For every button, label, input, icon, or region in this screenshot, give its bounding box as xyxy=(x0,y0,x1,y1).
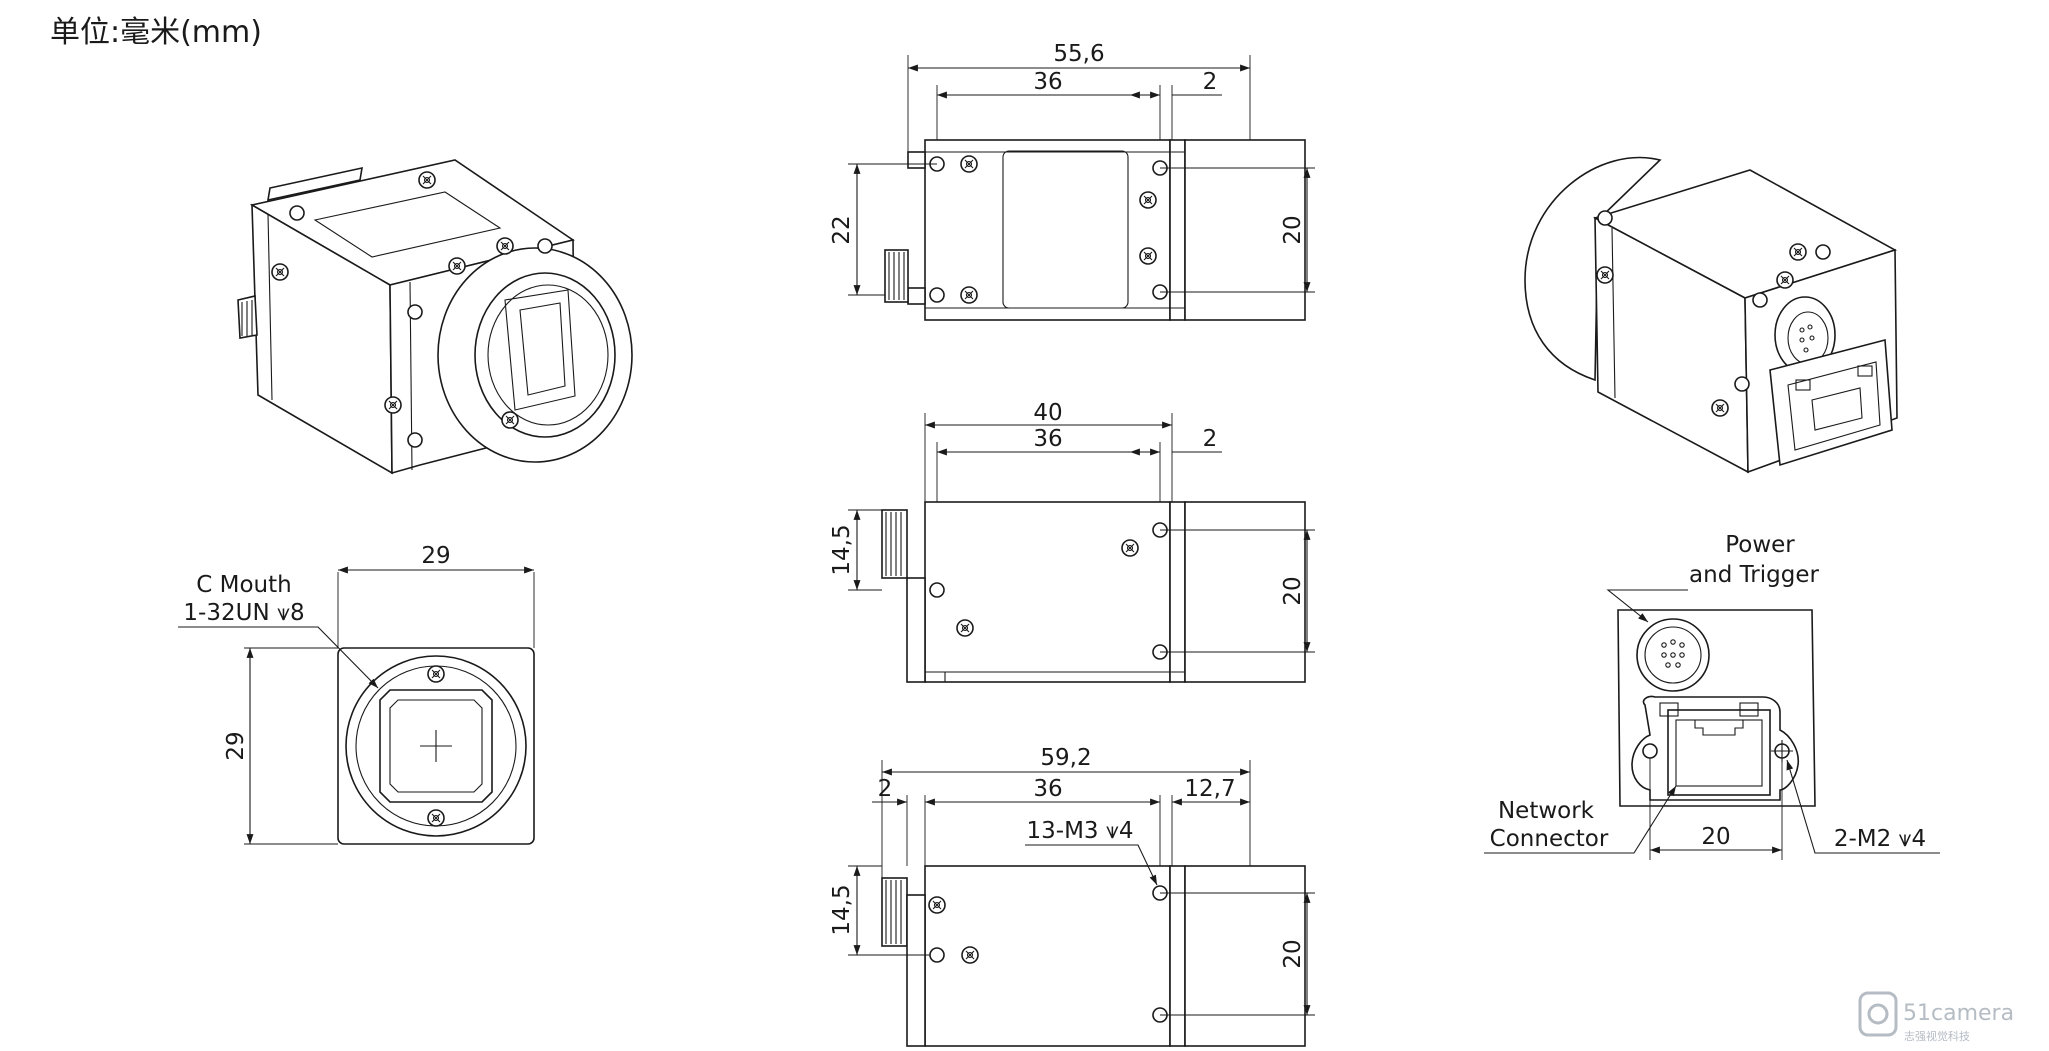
dim-mid-right-height: 20 xyxy=(1280,576,1306,605)
callout-network-2: Connector xyxy=(1490,826,1609,852)
isometric-rear-view xyxy=(1524,156,1898,474)
dim-front-height: 29 xyxy=(223,731,249,760)
dim-top-overall: 55,6 xyxy=(1053,41,1104,67)
watermark-sub: 志强视觉科技 xyxy=(1904,1029,1970,1043)
watermark-brand: 51camera xyxy=(1903,1001,2014,1026)
dim-bot-right-height: 20 xyxy=(1280,939,1306,968)
callout-network-1: Network xyxy=(1498,798,1595,824)
dim-bot-left-offset: 2 xyxy=(878,776,893,802)
callout-power-1: Power xyxy=(1725,532,1795,558)
unit-label: 单位:毫米(mm) xyxy=(50,15,262,50)
dim-mid-body: 36 xyxy=(1033,426,1062,452)
side-view xyxy=(881,501,1306,683)
dim-bot-body: 36 xyxy=(1033,776,1062,802)
callout-power-2: and Trigger xyxy=(1689,562,1819,588)
dim-mid-overall: 40 xyxy=(1033,400,1062,426)
front-view xyxy=(337,647,535,845)
isometric-front-view xyxy=(237,159,633,475)
callout-c-mouth-2: 1-32UN ⩛8 xyxy=(183,600,304,626)
bottom-view xyxy=(881,865,1306,1047)
dim-top-right-height: 20 xyxy=(1280,215,1306,244)
callout-m3-holes: 13-M3 ⩛4 xyxy=(1027,818,1134,844)
dim-top-body: 36 xyxy=(1033,69,1062,95)
top-view xyxy=(884,139,1306,321)
dim-mid-left-height: 14,5 xyxy=(829,524,855,575)
rear-view xyxy=(1617,609,1816,807)
dim-mid-flange: 2 xyxy=(1203,426,1218,452)
callout-c-mouth-1: C Mouth xyxy=(196,572,291,598)
callout-m2-holes: 2-M2 ⩛4 xyxy=(1834,826,1926,852)
dim-front-width: 29 xyxy=(421,543,450,569)
dim-bot-lens: 12,7 xyxy=(1184,776,1235,802)
dim-top-left-height: 22 xyxy=(829,215,855,244)
watermark-logo: 51camera 志强视觉科技 xyxy=(1858,991,2014,1043)
dim-top-flange: 2 xyxy=(1203,69,1218,95)
dim-bot-overall: 59,2 xyxy=(1040,745,1091,771)
dim-bot-left-height: 14,5 xyxy=(829,884,855,935)
dim-rear-hole-spacing: 20 xyxy=(1701,824,1730,850)
